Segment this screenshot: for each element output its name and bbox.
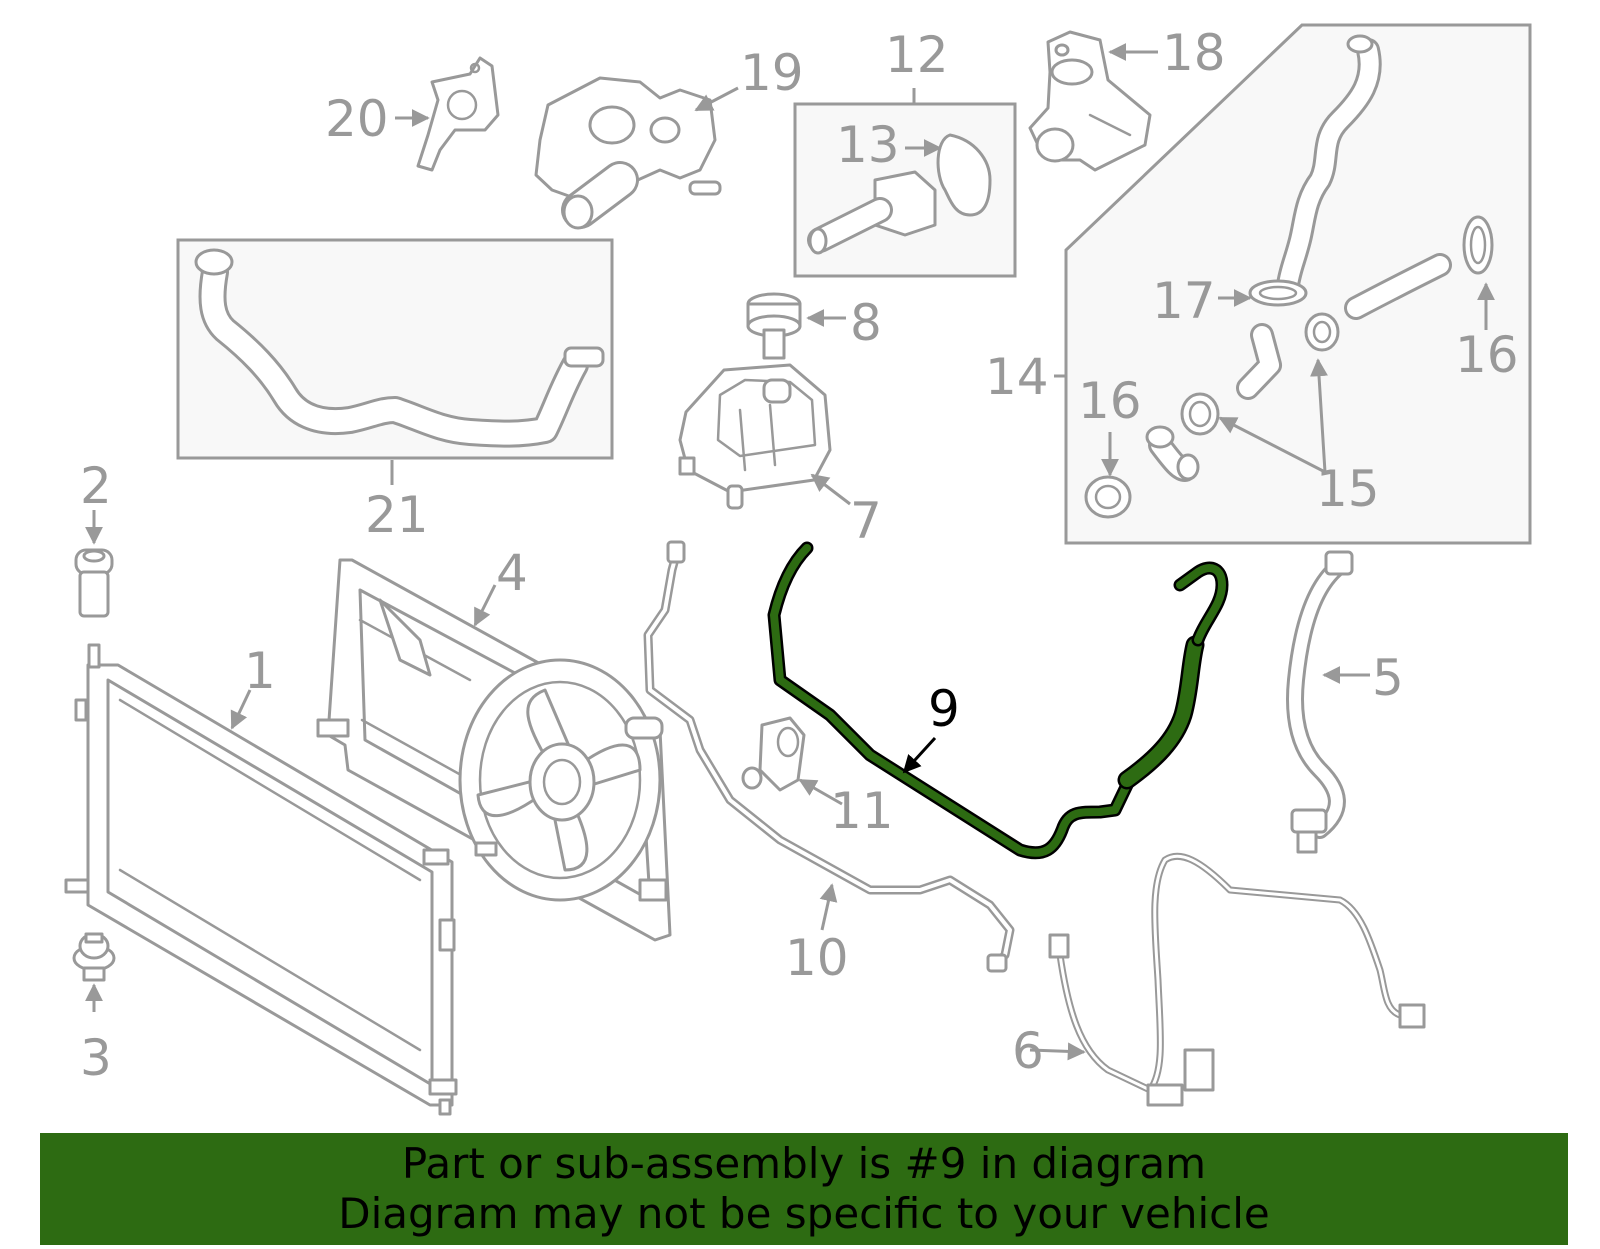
callout-14: 14 — [985, 348, 1049, 406]
part-5-hose[interactable] — [1286, 550, 1354, 854]
callout-11: 11 — [830, 782, 894, 840]
part-7-reservoir[interactable] — [678, 363, 832, 510]
part-17-clamp[interactable] — [1248, 279, 1308, 307]
callout-21: 21 — [365, 486, 429, 544]
info-banner: Part or sub-assembly is #9 in diagram Di… — [40, 1133, 1568, 1245]
callout-18: 18 — [1162, 24, 1226, 82]
part-1-radiator[interactable] — [64, 643, 458, 1116]
callout-5: 5 — [1372, 649, 1404, 707]
callout-20: 20 — [325, 90, 389, 148]
callout-17: 17 — [1152, 272, 1216, 330]
part-20-gasket[interactable] — [416, 56, 500, 172]
callout-9[interactable]: 9 — [928, 680, 960, 738]
part-10-pipe[interactable] — [643, 540, 1015, 973]
part-19-thermostat-housing[interactable] — [534, 76, 722, 230]
part-21-hose[interactable] — [194, 248, 605, 448]
callout-8: 8 — [850, 294, 882, 352]
callout-4: 4 — [496, 544, 528, 602]
callout-7: 7 — [850, 492, 882, 550]
part-3-mount[interactable] — [72, 932, 116, 982]
banner-line-2: Diagram may not be specific to your vehi… — [338, 1189, 1270, 1238]
part-14-hose-assembly[interactable] — [1145, 34, 1452, 482]
part-16-clamps[interactable] — [1084, 215, 1494, 519]
part-2-grommet[interactable] — [74, 548, 114, 618]
callout-2: 2 — [80, 457, 112, 515]
part-6-harness[interactable] — [1048, 852, 1426, 1107]
callout-16-left: 16 — [1078, 372, 1142, 430]
part-9-hose[interactable] — [767, 541, 1229, 860]
callout-labels: 1 2 3 4 5 6 7 8 9 10 11 12 13 14 15 16 1… — [80, 24, 1519, 1087]
callout-16-right: 16 — [1455, 326, 1519, 384]
callout-19: 19 — [740, 44, 804, 102]
banner-line-1: Part or sub-assembly is #9 in diagram — [401, 1139, 1207, 1188]
banner-background — [40, 1133, 1568, 1245]
callout-6: 6 — [1012, 1022, 1044, 1080]
part-4-fan-shroud[interactable] — [316, 558, 672, 942]
part-11-bracket[interactable] — [741, 716, 806, 792]
part-18-housing[interactable] — [1028, 30, 1152, 172]
callout-3: 3 — [80, 1029, 112, 1087]
callout-10: 10 — [785, 929, 849, 987]
callout-13: 13 — [836, 116, 900, 174]
callout-12: 12 — [885, 26, 949, 84]
callout-15: 15 — [1316, 460, 1380, 518]
part-8-cap[interactable] — [746, 292, 802, 360]
callout-1: 1 — [244, 642, 276, 700]
part-15-clamps[interactable] — [1180, 312, 1340, 436]
part-13-outlet[interactable] — [807, 133, 992, 255]
leader-lines — [85, 43, 1495, 1061]
